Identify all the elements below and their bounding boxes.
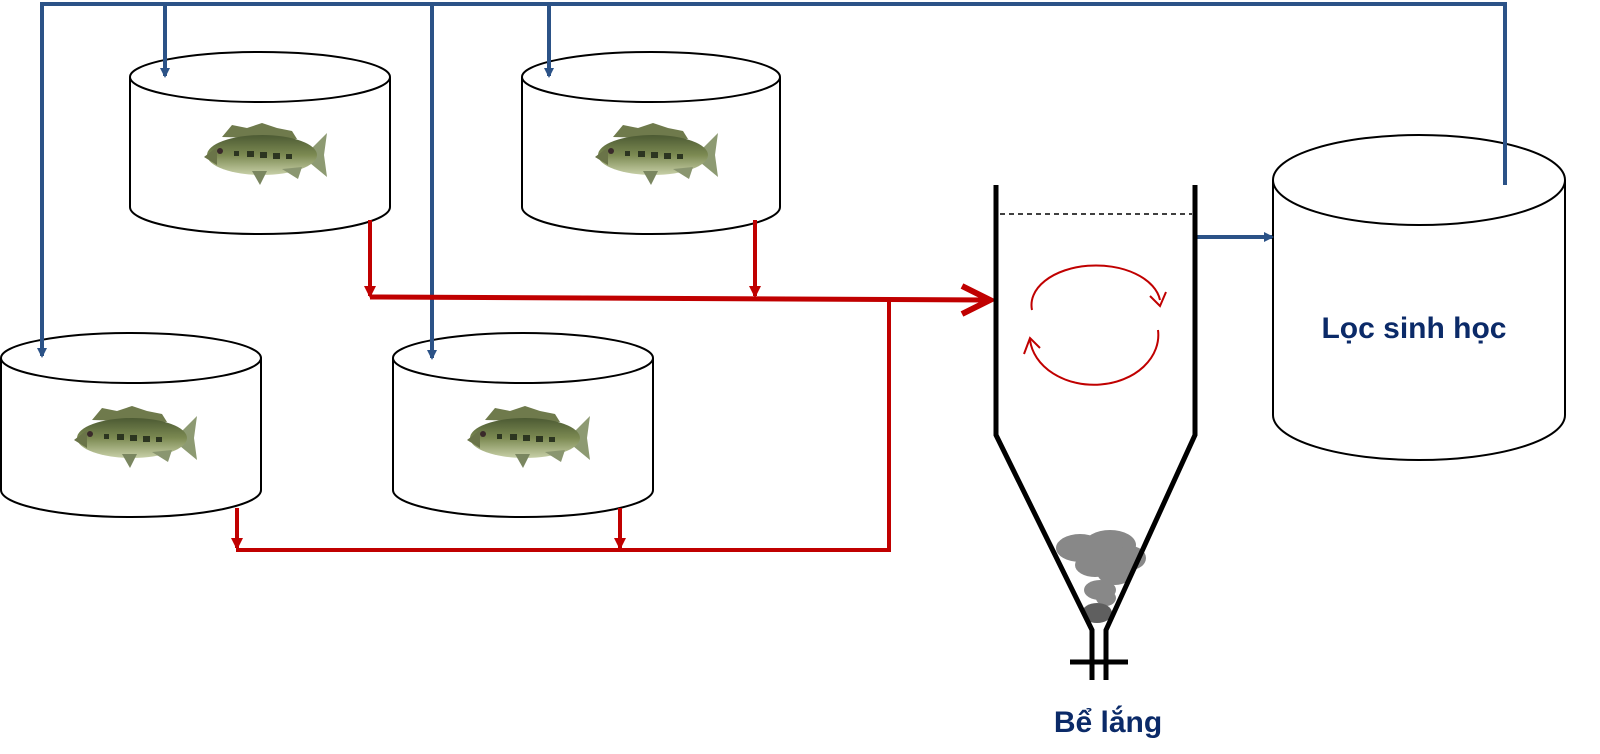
waste-water-pipes	[231, 220, 997, 552]
fish-tank-3	[0, 332, 262, 518]
fish-tank-4	[392, 332, 654, 518]
fish-tank-2	[521, 51, 781, 235]
fish-tank-1	[129, 51, 391, 235]
biofilter-tank: Lọc sinh học	[1272, 134, 1566, 461]
settling-tank: Bể lắng	[993, 185, 1198, 739]
biofilter-label: Lọc sinh học	[1321, 312, 1506, 345]
settling-tank-label: Bể lắng	[1054, 705, 1162, 739]
circular-flow-icon	[1023, 264, 1167, 386]
